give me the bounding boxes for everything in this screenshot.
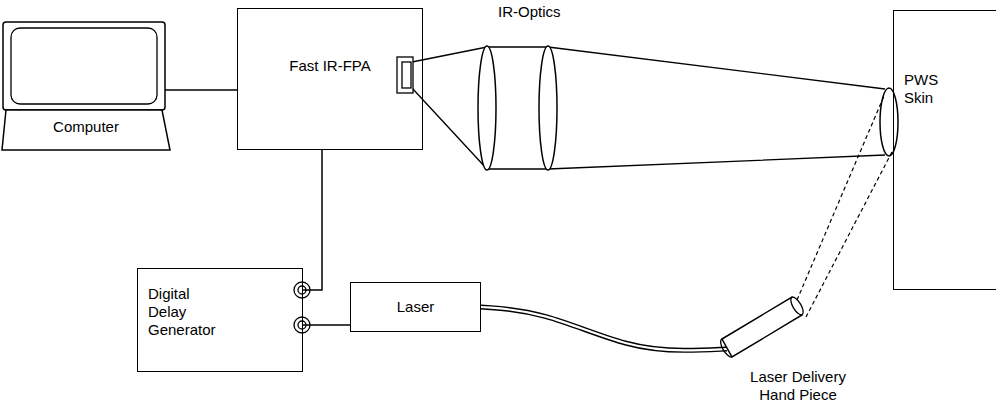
optical-fiber: [481, 307, 727, 350]
node-label: Laser: [397, 298, 435, 316]
laptop-screen: [11, 28, 157, 104]
beam-line: [806, 150, 893, 317]
lens: [539, 46, 557, 170]
sensor-window: [397, 57, 413, 93]
lens: [478, 46, 557, 170]
signal-cable: [165, 89, 237, 91]
skin-region: PWS Skin: [893, 10, 996, 290]
sensor-chip: [402, 62, 411, 88]
text-holder: Fast IR-FPA: [238, 9, 422, 149]
node-label: Fast IR-FPA: [289, 57, 370, 75]
part-label: IR-Optics: [498, 3, 561, 21]
text-holder: Laser Delivery Hand Piece: [734, 368, 862, 404]
connector-group: [165, 90, 237, 91]
text-holder: Computer: [0, 118, 172, 136]
connector-group: [481, 307, 727, 350]
handpiece-end: [721, 339, 732, 357]
laser-box: Laser: [350, 282, 481, 332]
text-holder: PWS Skin: [904, 71, 938, 107]
node-label: Digital Delay Generator: [148, 285, 216, 339]
node-label: Computer: [0, 118, 172, 136]
lens: [478, 46, 496, 170]
text-holder: Laser: [351, 283, 480, 331]
text-holder: Digital Delay Generator: [148, 285, 216, 339]
laser-beam: [797, 96, 893, 317]
signal-cable: [303, 324, 350, 326]
fiber-core: [481, 307, 727, 350]
node-label: Laser Delivery Hand Piece: [734, 368, 862, 404]
beam-line: [797, 96, 884, 300]
connector-group: [303, 325, 350, 326]
handpiece-body: [722, 297, 802, 357]
computer-icon: Computer: [0, 20, 172, 152]
handpiece-tip: [788, 295, 805, 316]
camera-box: Fast IR-FPA: [237, 8, 423, 150]
laptop-lid: [3, 22, 165, 110]
handpiece: Laser Delivery Hand Piece: [712, 288, 892, 412]
connector-group: [303, 150, 322, 290]
sensor-window: [397, 57, 413, 93]
node-label: PWS Skin: [904, 71, 938, 107]
signal-cable: [303, 150, 322, 290]
optical-path: [412, 47, 885, 169]
generator-box: Digital Delay Generator: [137, 268, 303, 372]
